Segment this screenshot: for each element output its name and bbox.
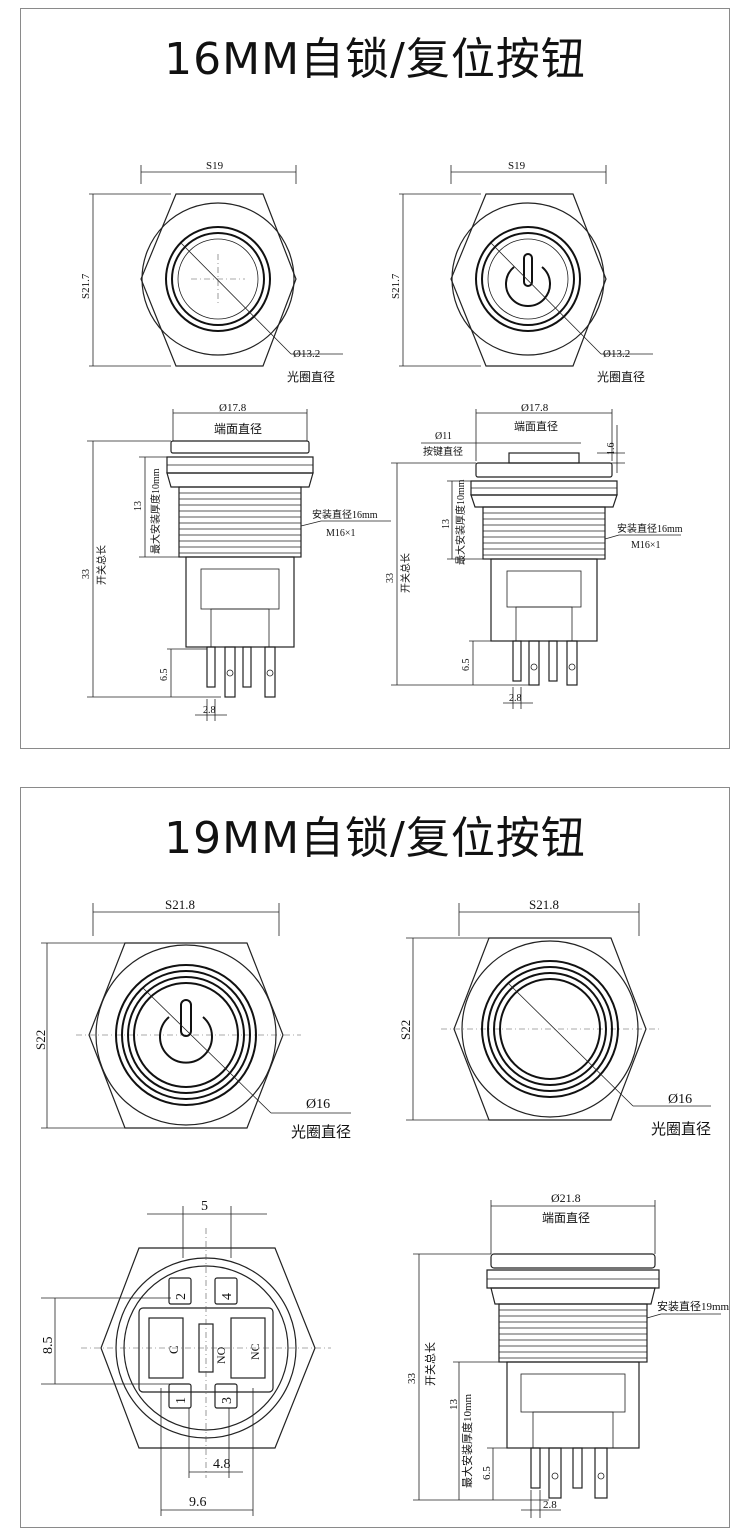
dim-width-label: S19 [508,160,526,172]
side-view-16-left: Ø17.8 端面直径 [81,402,391,721]
max-thick-label: 13 [441,519,452,529]
dia-label: Ø13.2 [603,348,630,360]
dia-label: Ø13.2 [293,348,320,360]
mount-caption: 安装直径16mm [312,508,378,521]
pin-w-label: 2.8 [543,1499,557,1511]
face-dia-label: Ø21.8 [551,1191,581,1205]
power-icon [159,1016,213,1064]
dia-label: Ø16 [306,1097,330,1112]
front-view-power-19: S21.8 S22 Ø16 光圈直径 [33,897,351,1141]
pin-4-label: 4 [220,1293,235,1300]
face-dia-label: Ø17.8 [219,402,247,414]
mount-caption: 安装直径16mm [617,522,683,535]
max-thick-caption: 最大安装厚度10mm [460,1393,474,1488]
nc-label: NC [248,1343,262,1360]
total-len-caption: 开关总长 [399,553,412,593]
dia-caption: 光圈直径 [651,1121,711,1138]
face-dia-caption: 端面直径 [214,422,262,436]
pin-w-label: 2.8 [203,705,216,716]
side-view-16-right: Ø17.8 端面直径 Ø11 按键直径 1.6 [385,402,683,709]
drawing-16mm: S19 S21.7 Ø13.2 光圈直径 S19 S21 [80,160,683,721]
face-dia-label: Ø17.8 [521,402,549,414]
key-dia-caption: 按键直径 [423,445,463,458]
dim-bottom-1-label: 4.8 [213,1457,231,1472]
pin-3-label: 3 [220,1397,235,1404]
max-thick-caption: 最大安装厚度10mm [149,468,162,554]
mount-caption: 安装直径19mm [657,1299,729,1313]
dia-label: Ø16 [668,1092,692,1107]
dim-height-label: S21.7 [80,273,92,299]
dim-left-label: 8.5 [41,1337,56,1355]
pin-1-label: 1 [174,1397,189,1404]
thread-label: M16×1 [631,540,661,551]
dia-caption: 光圈直径 [597,370,645,384]
front-view-plain-16: S19 S21.7 Ø13.2 光圈直径 [80,160,343,384]
max-thick-label: 13 [448,1399,460,1411]
panel-title-19mm: 19MM自锁/复位按钮 [164,813,586,864]
dim-width-label: S19 [206,160,224,172]
drawing-19mm: S21.8 S22 Ø16 光圈直径 S21.8 [33,897,729,1518]
dim-width-label: S21.8 [165,897,195,912]
panel-19mm: 19MM自锁/复位按钮 S21.8 S22 Ø16 光圈直径 [20,787,730,1528]
side-view-19: Ø21.8 端面直径 [406,1191,729,1518]
face-dia-caption: 端面直径 [542,1211,590,1225]
dia-caption: 光圈直径 [291,1124,351,1141]
max-thick-label: 13 [133,501,144,511]
dia-caption: 光圈直径 [287,370,335,384]
front-view-plain-19: S21.8 S22 Ø16 光圈直径 [398,897,711,1138]
panel-title-16mm: 16MM自锁/复位按钮 [164,34,586,85]
total-len-label: 33 [406,1373,418,1385]
c-label: C [166,1345,181,1354]
dim-width-label: S21.8 [529,897,559,912]
total-len-caption: 开关总长 [423,1342,437,1386]
key-dia-label: Ø11 [435,431,452,442]
total-len-label: 33 [81,569,92,579]
thread-label: M16×1 [326,528,356,539]
face-dia-caption: 端面直径 [514,419,558,433]
front-view-power-16: S19 S21.7 Ø13.2 光圈直径 [390,160,653,384]
pin-2-label: 2 [174,1293,189,1300]
pin-len-label: 6.5 [481,1466,493,1480]
pin-view-19: 5 8.5 2 4 1 3 C NO NC [41,1199,331,1516]
pin-len-label: 6.5 [159,669,170,682]
height-label: 1.6 [606,443,617,456]
pin-w-label: 2.8 [509,693,522,704]
dim-height-label: S21.7 [390,273,402,299]
no-label: NO [214,1346,228,1364]
dim-top-label: 5 [201,1199,208,1214]
dim-height-label: S22 [398,1020,413,1040]
pin-len-label: 6.5 [461,659,472,672]
panel-16mm: 16MM自锁/复位按钮 S19 S21.7 Ø13.2 光圈直径 [20,8,730,749]
total-len-label: 33 [385,573,396,583]
total-len-caption: 开关总长 [95,545,108,585]
power-icon [505,266,551,307]
dim-bottom-2-label: 9.6 [189,1495,207,1510]
dim-height-label: S22 [33,1030,48,1050]
max-thick-caption: 最大安装厚度10mm [454,479,467,565]
